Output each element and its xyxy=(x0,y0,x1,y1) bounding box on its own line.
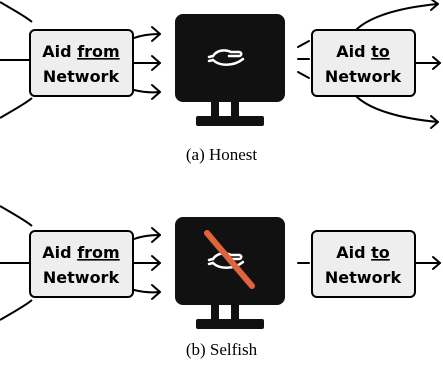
monitor xyxy=(175,14,285,126)
panel-selfish: Aid from Network Aid to Network xyxy=(0,205,441,329)
arrows-into-monitor xyxy=(133,26,161,100)
aid-to-underlined: to xyxy=(371,42,390,61)
aid-to-plain: Aid xyxy=(336,243,371,262)
caption-selfish: (b) Selfish xyxy=(185,340,258,359)
network-label: Network xyxy=(325,268,402,287)
aid-from-label: Aid from xyxy=(42,243,119,262)
cross-out-icon xyxy=(204,230,255,289)
outgoing-arrow xyxy=(415,256,441,270)
aid-to-label: Aid to xyxy=(336,42,390,61)
caption-honest: (a) Honest xyxy=(185,145,258,164)
incoming-link-bottom xyxy=(0,299,33,321)
network-label: Network xyxy=(325,67,402,86)
aid-from-network-box xyxy=(29,230,134,298)
aid-to-label: Aid to xyxy=(336,243,390,262)
panel-honest: Aid from Network Aid to Network xyxy=(0,0,441,129)
outgoing-arrows xyxy=(355,0,441,129)
aid-to-plain: Aid xyxy=(336,42,371,61)
aid-from-underlined: from xyxy=(77,243,120,262)
network-label: Network xyxy=(43,67,120,86)
monitor xyxy=(175,217,285,329)
aid-to-network-box xyxy=(311,29,416,97)
network-label: Network xyxy=(43,268,120,287)
aid-from-plain: Aid xyxy=(42,243,77,262)
incoming-link-top xyxy=(0,205,33,227)
incoming-link-bottom xyxy=(0,97,33,119)
aid-from-underlined: from xyxy=(77,42,120,61)
arrows-into-monitor xyxy=(133,227,161,300)
aid-to-underlined: to xyxy=(371,243,390,262)
incoming-link-top xyxy=(0,1,33,23)
aid-from-plain: Aid xyxy=(42,42,77,61)
aid-from-label: Aid from xyxy=(42,42,119,61)
aid-from-network-box xyxy=(29,29,134,97)
aid-to-network-box xyxy=(311,230,416,298)
lines-out-of-monitor xyxy=(297,40,310,79)
